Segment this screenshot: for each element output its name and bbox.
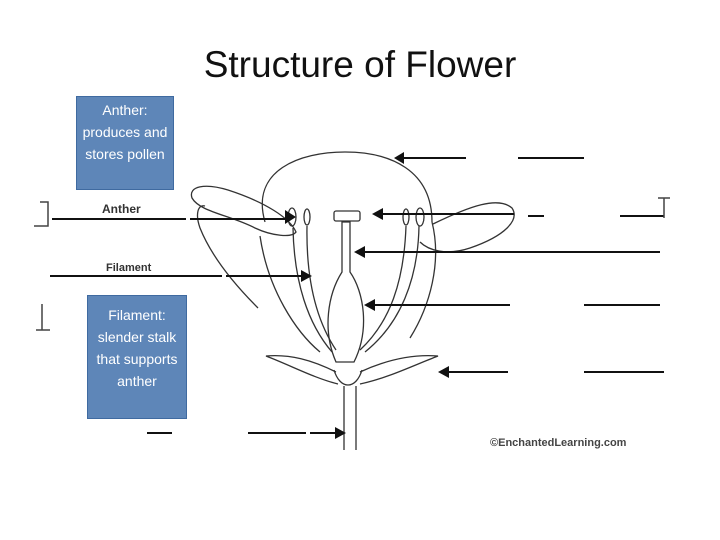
flower-outline [261, 151, 433, 223]
anther-3 [402, 208, 410, 226]
stigma [333, 210, 361, 222]
petal-right [419, 202, 515, 253]
stem [343, 386, 357, 450]
filament-callout: Filament: slender stalk that supports an… [87, 295, 187, 419]
flower-outline-left [259, 235, 321, 353]
arrow-stigma [372, 208, 383, 220]
ovary [327, 221, 365, 363]
arrow-top [394, 152, 404, 164]
label-anther: Anther [102, 202, 141, 216]
receptacle [333, 369, 363, 386]
sepal-right [359, 354, 439, 385]
arrow-sepal [438, 366, 449, 378]
arrow-filament [301, 270, 312, 282]
bracket-left-bottom [36, 304, 50, 331]
filament-4 [364, 225, 420, 353]
sepal-left [265, 354, 339, 385]
arrow-anther-left [285, 210, 296, 224]
filament-3 [359, 225, 407, 351]
arrow-style [354, 246, 365, 258]
anther-callout: Anther: produces and stores pollen [76, 96, 174, 190]
anther-2 [303, 208, 311, 226]
arrow-stem [335, 427, 346, 439]
filament-1 [292, 227, 333, 353]
petal-left [190, 185, 297, 237]
bracket-right [658, 197, 670, 218]
petal-left-outer [196, 205, 259, 309]
label-filament: Filament [106, 262, 152, 274]
anther-4 [415, 207, 425, 227]
credit-text: ©EnchantedLearning.com [490, 437, 627, 449]
arrow-ovary [364, 299, 375, 311]
page-title: Structure of Flower [203, 44, 517, 85]
flower-outline-right [409, 221, 437, 339]
bracket-left-top [34, 201, 49, 227]
filament-2 [306, 225, 337, 351]
